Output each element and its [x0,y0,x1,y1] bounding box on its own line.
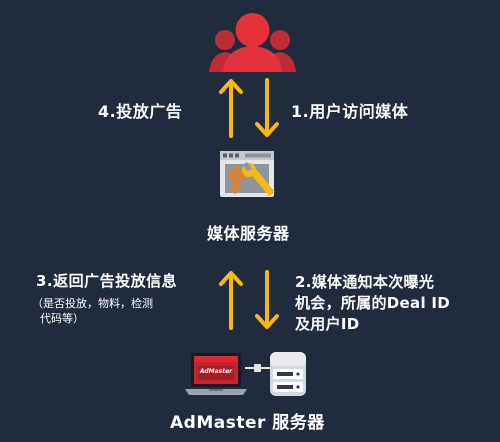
arrow-up-icon [218,78,244,138]
step2-line3: 及用户ID [295,315,360,333]
arrow-up-icon [218,270,244,330]
step3-block: 3.返回广告投放信息 （是否投放，物料，检测 代码等） [32,270,178,326]
laptop-screen-text: AdMaster [199,368,233,375]
step2-line2: 机会，所属的Deal ID [295,294,451,312]
step2-block: 2.媒体通知本次曝光 机会，所属的Deal ID 及用户ID [295,272,450,335]
step2-line1: 2.媒体通知本次曝光 [295,273,435,291]
step3-note-line2: 代码等） [40,312,84,325]
admaster-server-label: AdMaster 服务器 [170,413,325,433]
arrow-down-icon [254,270,280,330]
browser-gears-wrench-icon [219,150,281,208]
step3-label: 3.返回广告投放信息 [36,272,178,290]
laptop-icon: AdMaster [185,352,247,396]
step4-label: 4.投放广告 [98,102,183,121]
server-tower-icon [270,352,306,396]
arrow-down-icon [254,78,280,138]
users-icon [205,10,300,74]
step3-note-line1: （是否投放，物料，检测 [32,297,153,310]
media-server-label: 媒体服务器 [207,224,290,243]
cable-icon [245,362,270,374]
step1-label: 1.用户访问媒体 [291,102,409,121]
